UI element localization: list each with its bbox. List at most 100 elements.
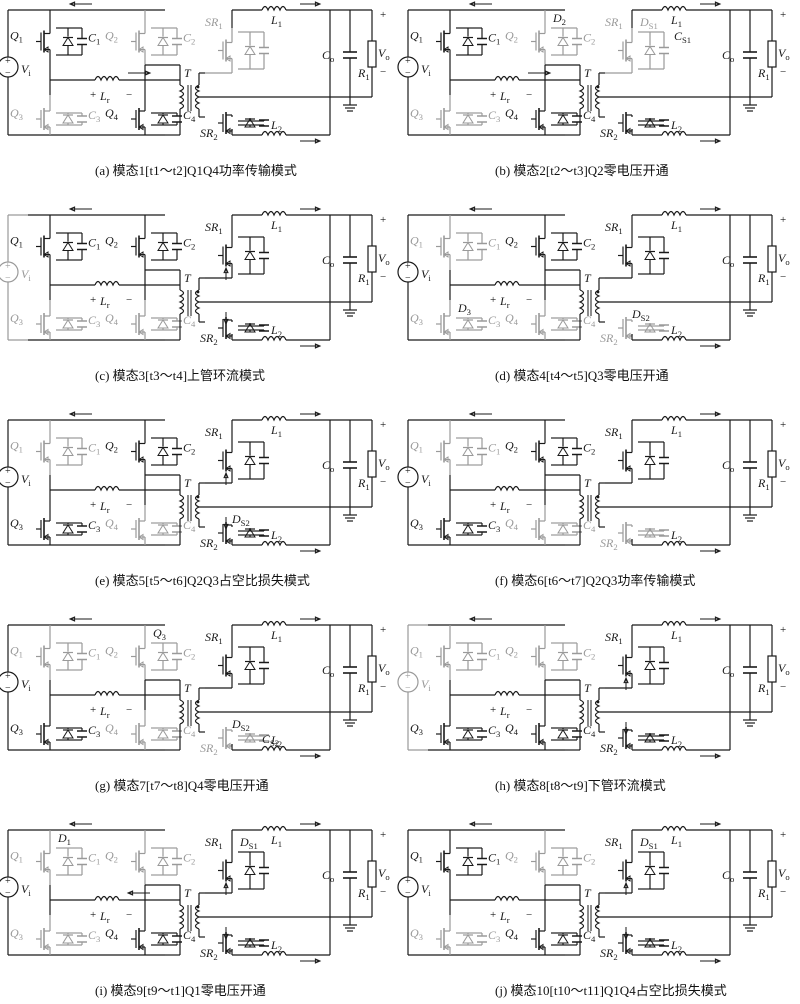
svg-text:+: + — [490, 499, 496, 511]
inductor-l1-label: L1 — [270, 833, 282, 849]
switch-label-q1: Q1 — [410, 29, 423, 45]
svg-text:−: − — [780, 476, 786, 488]
panel-caption: (g) 模态7[t7～t8]Q4零电压开通 — [95, 778, 269, 793]
switch-label-q4: Q4 — [105, 516, 119, 532]
switch-label-q2: Q2 — [505, 234, 518, 250]
source-label: Vi — [21, 882, 31, 898]
svg-text:−: − — [5, 273, 11, 284]
switch-label-q2: Q2 — [505, 29, 518, 45]
co-label: Co — [322, 663, 334, 679]
cap-label-q4: C4 — [183, 928, 196, 944]
cap-label-q1: C1 — [488, 31, 500, 47]
cap-label-q4: C4 — [183, 723, 196, 739]
co-label: Co — [722, 253, 734, 269]
sr1-label: SR1 — [605, 835, 623, 851]
cap-label-q4: C4 — [183, 518, 196, 534]
svg-text:+: + — [90, 499, 96, 511]
cap-label-q2: C2 — [583, 236, 595, 252]
svg-text:+: + — [405, 56, 411, 67]
r1-label: R1 — [757, 271, 770, 287]
inductor-l1-label: L1 — [670, 628, 682, 644]
diode-label-q2: Q3 — [153, 626, 166, 642]
switch-label-q1: Q1 — [10, 849, 23, 865]
co-label: Co — [722, 48, 734, 64]
sr1-label: SR1 — [205, 630, 223, 646]
r1-label: R1 — [757, 66, 770, 82]
svg-text:+: + — [780, 9, 786, 21]
svg-text:−: − — [405, 888, 411, 899]
inductor-l1-label: L1 — [670, 423, 682, 439]
diode-label-q1: D1 — [57, 831, 71, 847]
svg-text:+: + — [90, 909, 96, 921]
sr2-label: SR2 — [200, 126, 218, 142]
svg-text:−: − — [526, 294, 532, 306]
cap-label-q2: C2 — [183, 236, 195, 252]
vo-label: Vo — [378, 251, 390, 267]
svg-text:+: + — [5, 876, 11, 887]
panel-caption: (a) 模态1[t1～t2]Q1Q4功率传输模式 — [95, 163, 297, 178]
svg-text:−: − — [405, 683, 411, 694]
svg-text:+: + — [405, 466, 411, 477]
transformer-label: T — [584, 66, 592, 80]
svg-text:−: − — [380, 271, 386, 283]
switch-label-q1: Q1 — [410, 849, 423, 865]
switch-label-q4: Q4 — [505, 106, 519, 122]
svg-text:−: − — [126, 909, 132, 921]
switch-label-q4: Q4 — [505, 926, 519, 942]
source-label: Vi — [421, 677, 431, 693]
switch-label-q3: Q3 — [10, 721, 23, 737]
svg-text:−: − — [526, 909, 532, 921]
sr1-label: SR1 — [205, 835, 223, 851]
switch-label-q4: Q4 — [105, 311, 119, 327]
cap-label-q2: C2 — [583, 646, 595, 662]
switch-label-q3: Q3 — [10, 516, 23, 532]
cap-label-q1: C1 — [488, 851, 500, 867]
svg-text:−: − — [380, 886, 386, 898]
vo-label: Vo — [378, 866, 390, 882]
cap-label-q1: C1 — [488, 646, 500, 662]
source-label: Vi — [21, 267, 31, 283]
svg-text:+: + — [490, 89, 496, 101]
cap-label-q1: C1 — [88, 31, 100, 47]
switch-label-q4: Q4 — [505, 516, 519, 532]
sr1-label: SR1 — [605, 15, 623, 31]
svg-text:−: − — [5, 888, 11, 899]
switch-label-q2: Q2 — [105, 644, 118, 660]
inductor-l1-label: L1 — [270, 628, 282, 644]
svg-text:−: − — [5, 683, 11, 694]
svg-text:−: − — [126, 704, 132, 716]
switch-label-q1: Q1 — [410, 234, 423, 250]
switch-label-q2: Q2 — [505, 439, 518, 455]
r1-label: R1 — [757, 681, 770, 697]
panel-caption: (h) 模态8[t8～t9]下管环流模式 — [495, 778, 666, 793]
sr2-diode-label: DS2 — [631, 307, 650, 323]
inductor-l2-label: L2 — [670, 938, 682, 954]
inductor-lr-label: Lr — [99, 89, 110, 105]
inductor-lr-label: Lr — [99, 704, 110, 720]
svg-text:+: + — [380, 214, 386, 226]
switch-label-q3: Q3 — [410, 721, 423, 737]
source-vi: +−Vi — [397, 56, 431, 79]
source-label: Vi — [21, 472, 31, 488]
switch-sr1: SR1 — [199, 15, 269, 74]
svg-text:−: − — [380, 476, 386, 488]
co-label: Co — [722, 663, 734, 679]
switch-label-q4: Q4 — [505, 311, 519, 327]
